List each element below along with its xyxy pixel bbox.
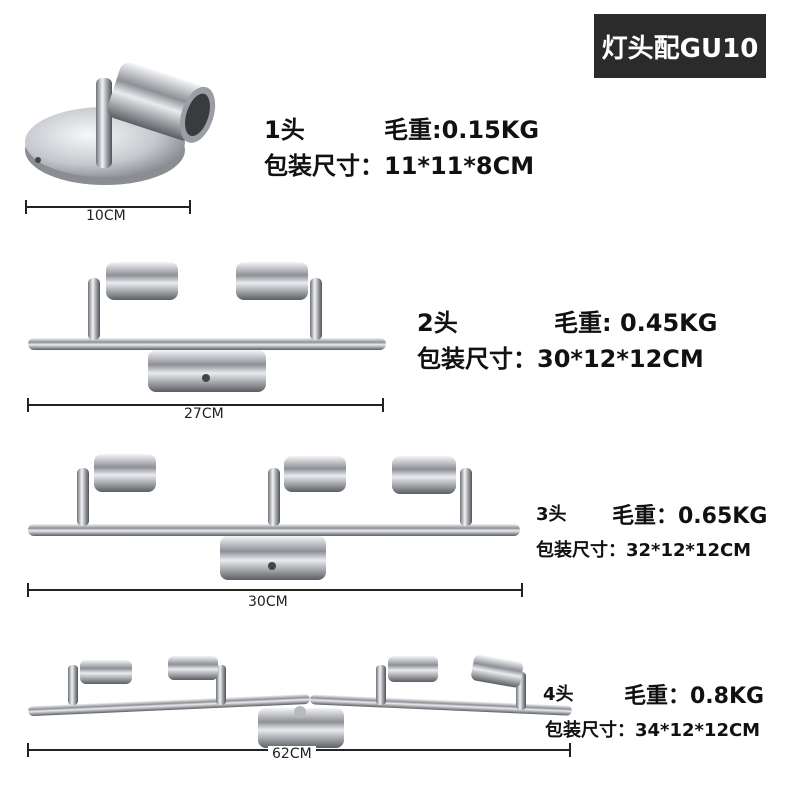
lamp-3-heads [28,454,520,580]
weight-label-2: 毛重: 0.45KG [554,309,718,337]
socket-type-badge: 灯头配GU10 [594,14,766,78]
lamp-1-head [25,62,216,185]
package-label-1: 包装尺寸：11*11*8CM [264,152,535,180]
width-label-2: 27CM [180,406,228,422]
width-label-4: 62CM [268,746,316,762]
lamp-2-heads [28,262,386,392]
dimension-line-3 [27,583,523,597]
dimension-line-2 [27,398,384,412]
package-label-2: 包装尺寸：30*12*12CM [417,345,704,373]
weight-label-1: 毛重:0.15KG [384,116,540,144]
heads-label-3: 3头 [536,504,567,525]
heads-label-2: 2头 [417,309,458,337]
package-label-3: 包装尺寸：32*12*12CM [536,540,752,561]
dimension-line-1 [25,200,191,214]
weight-label-3: 毛重：0.65KG [612,504,768,529]
heads-label-1: 1头 [264,116,305,144]
width-label-3: 30CM [244,594,292,610]
weight-label-4: 毛重：0.8KG [624,684,765,709]
heads-label-4: 4头 [543,684,574,705]
lamp-4-heads [28,654,572,748]
width-label-1: 10CM [84,208,128,224]
package-label-4: 包装尺寸：34*12*12CM [545,720,761,741]
